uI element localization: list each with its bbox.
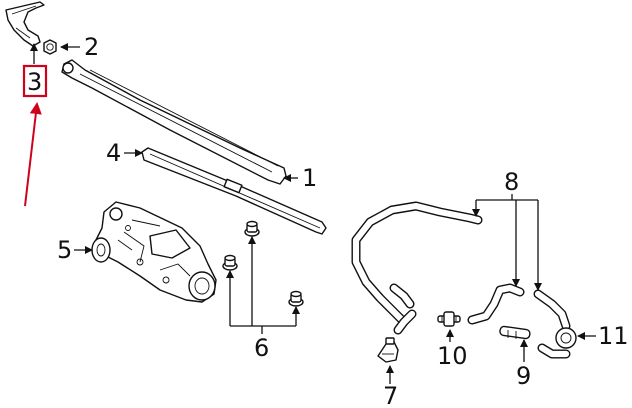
wiper-arm-cap — [5, 1, 45, 47]
wiper-motor — [91, 201, 217, 303]
washer-hose-short — [533, 289, 571, 359]
washer-hose-long — [351, 201, 483, 327]
callout-2: 2 — [84, 33, 99, 61]
hose-grommet — [555, 327, 577, 349]
callout-6: 6 — [254, 334, 269, 362]
washer-hose-middle — [467, 283, 525, 325]
leader-lines — [30, 43, 596, 384]
grommets — [222, 220, 304, 307]
washer-hose-branch — [389, 283, 417, 335]
wiper-blade — [141, 147, 327, 235]
wiper-arm — [61, 59, 287, 185]
callout-11: 11 — [598, 322, 629, 350]
washer-nozzle — [377, 337, 399, 363]
highlight-box — [22, 64, 48, 98]
callout-8: 8 — [504, 168, 519, 196]
callout-5: 5 — [57, 236, 72, 264]
callout-3: 3 — [27, 68, 42, 96]
callout-9: 9 — [516, 362, 531, 390]
callout-7: 7 — [383, 382, 398, 408]
nut — [43, 39, 57, 55]
hose-connector — [437, 311, 461, 327]
callout-1: 1 — [302, 164, 317, 192]
highlight-callout — [22, 64, 48, 207]
check-valve — [499, 325, 531, 340]
callout-10: 10 — [437, 342, 468, 370]
highlight-arrow — [24, 102, 42, 207]
callout-4: 4 — [106, 139, 121, 167]
